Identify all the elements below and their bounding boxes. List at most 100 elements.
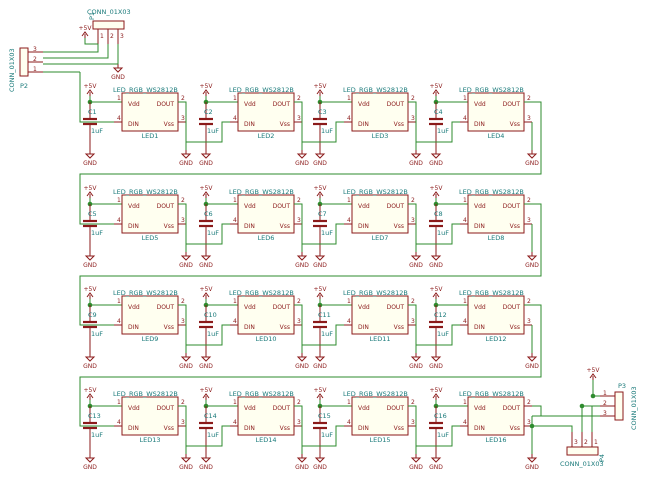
gnd-symbol: GND [199,454,213,471]
data-wire [178,101,187,110]
vcc-label: +5V [314,286,328,293]
vcc-label: +5V [200,286,214,293]
capacitor-ref: C1 [88,108,97,116]
led-body [237,92,295,132]
pin-number: 3 [411,115,415,122]
gnd-symbol: GND [429,150,443,167]
pin-vss-label: Vss [164,324,174,331]
gnd-label: GND [83,363,97,370]
led-body [351,295,409,335]
pin-vdd-label: Vdd [474,405,486,412]
led-ref: LED15 [369,436,390,444]
data-wire [178,203,187,212]
data-wire [415,204,460,245]
capacitor-ref: C14 [204,412,217,420]
data-wire [185,204,230,245]
row-link-wire [79,203,542,326]
pin-dout-label: DOUT [503,304,521,311]
led-value: LED_RGB_WS2812B [343,86,408,94]
gnd-label: GND [199,160,213,167]
capacitor-ref: C5 [88,210,97,218]
pin-number: 4 [463,217,467,224]
led-value: LED_RGB_WS2812B [343,289,408,297]
pin-dout-label: DOUT [273,304,291,311]
led-ref: LED14 [255,436,276,444]
pin-number: 2 [297,298,301,305]
gnd-label: GND [409,464,423,471]
pin-number: 3 [181,419,185,426]
gnd-symbol: GND [83,454,97,471]
led-ref: LED6 [258,234,275,242]
vcc-label: +5V [79,25,93,32]
led-body [351,396,409,436]
pin-din-label: DIN [474,121,485,128]
connector-value: CONN_01X03 [560,460,604,468]
pin-din-label: DIN [358,223,369,230]
vcc-label: +5V [430,387,444,394]
vcc-label: +5V [430,185,444,192]
vcc-symbol: +5V [200,83,213,96]
pin-number: 1 [233,298,237,305]
gnd-symbol: GND [83,150,97,167]
pin-number: 1 [33,66,37,73]
gnd-label: GND [295,160,309,167]
gnd-label: GND [295,262,309,269]
led-value: LED_RGB_WS2812B [113,188,178,196]
vcc-label: +5V [430,83,444,90]
pin-dout-label: DOUT [503,203,521,210]
vcc-symbol: +5V [314,185,327,198]
pin-number: 4 [463,419,467,426]
pin-number: 1 [233,399,237,406]
connector-body [92,20,125,30]
data-wire [301,204,344,245]
led-ref: LED12 [485,335,506,343]
led-body [237,194,295,234]
vcc-label: +5V [587,367,601,374]
capacitor-ref: C7 [318,210,327,218]
capacitor-value: 1uF [321,330,333,338]
capacitor-ref: C10 [204,311,217,319]
gnd-symbol: GND [83,353,97,370]
gnd-symbol: GND [429,252,443,269]
pin-number: 1 [233,197,237,204]
gnd-label: GND [295,363,309,370]
gnd-symbol: GND [295,353,309,370]
pin-number: 4 [117,318,121,325]
pin-number: 2 [297,399,301,406]
gnd-symbol: GND [525,150,539,167]
capacitor-ref: C8 [434,210,443,218]
data-wire [178,405,187,414]
gnd-label: GND [199,363,213,370]
data-wire [415,102,460,143]
pin-din-label: DIN [128,223,139,230]
pin-vss-label: Vss [394,425,404,432]
vcc-symbol: +5V [314,387,327,400]
gnd-symbol: GND [409,353,423,370]
vcc-symbol: +5V [587,367,601,380]
pin-din-label: DIN [474,324,485,331]
pin-dout-label: DOUT [157,101,175,108]
capacitor-value: 1uF [91,229,103,237]
vcc-symbol: +5V [84,83,97,96]
led-value: LED_RGB_WS2812B [113,390,178,398]
led-body [351,194,409,234]
gnd-label: GND [83,464,97,471]
pin-dout-label: DOUT [157,203,175,210]
capacitor-ref: C3 [318,108,327,116]
gnd-symbol: GND [179,252,193,269]
pin-number: 1 [233,95,237,102]
capacitor-value: 1uF [437,330,449,338]
gnd-symbol: GND [111,64,125,81]
pin-number: 3 [297,115,301,122]
led-body [467,396,525,436]
gnd-symbol: GND [525,252,539,269]
gnd-label: GND [525,464,539,471]
